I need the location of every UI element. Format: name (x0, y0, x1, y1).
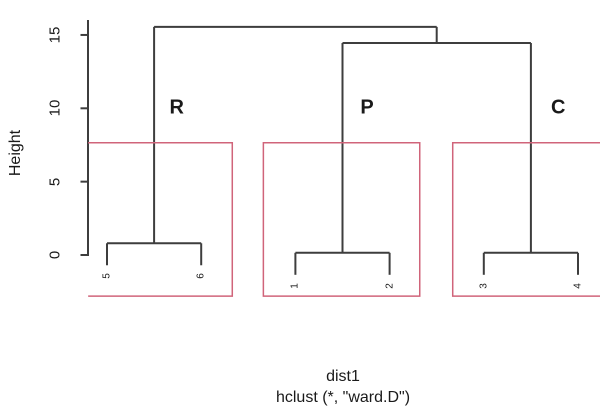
y-axis-title: Height (7, 129, 24, 177)
y-tick-label: 15 (46, 26, 64, 44)
cluster-label-r: R (169, 96, 184, 119)
y-tick-label: 0 (46, 250, 64, 260)
cluster-rect (88, 142, 234, 297)
y-tick-label: 5 (46, 177, 64, 186)
y-tick-label: 10 (46, 99, 64, 117)
x-axis-title-line2: hclust (*, "ward.D") (275, 389, 411, 406)
leaf-label: 2 (384, 283, 396, 289)
cluster-label-c: C (550, 96, 566, 119)
leaf-label: 6 (195, 273, 207, 280)
x-axis-title-line1: dist1 (326, 368, 360, 385)
cluster-rect (262, 142, 421, 297)
leaf-label: 1 (289, 283, 301, 289)
leaf-label: 3 (478, 283, 490, 289)
cluster-rect (451, 142, 600, 297)
cluster-label-p: P (360, 96, 374, 119)
leaf-label: 4 (572, 283, 584, 289)
leaf-label: 5 (101, 273, 113, 280)
